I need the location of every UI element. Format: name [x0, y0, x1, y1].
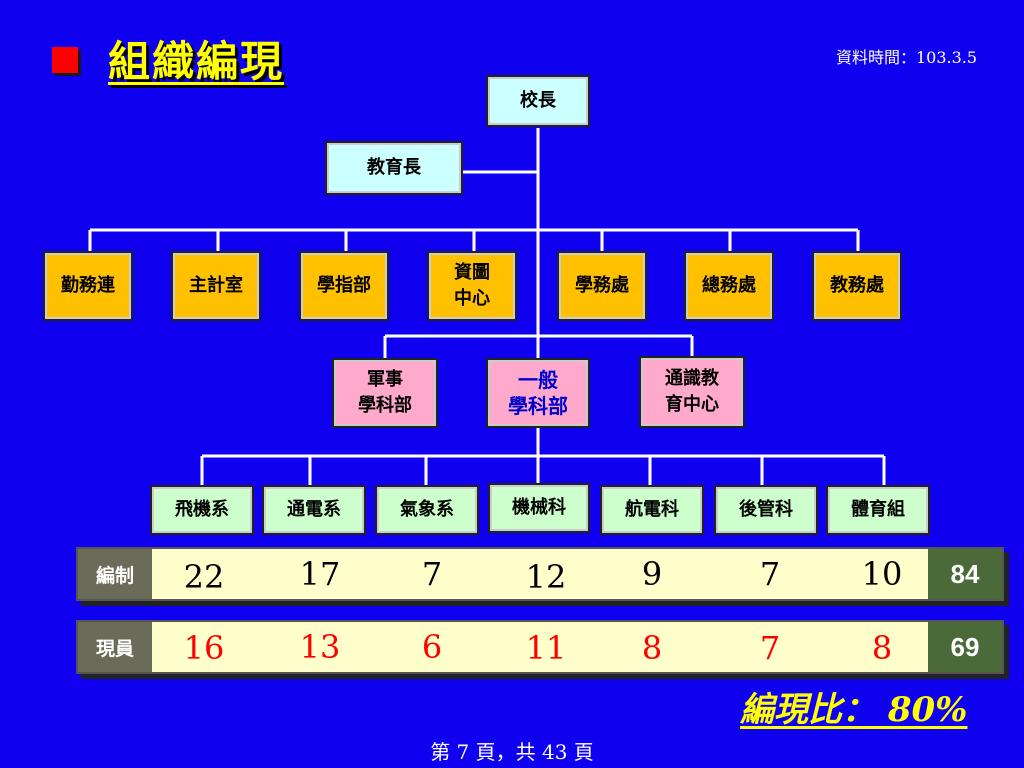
actual-value: 13	[299, 628, 341, 666]
planned-label: 編制	[78, 549, 152, 599]
actual-value: 7	[759, 629, 781, 667]
planned-value: 12	[525, 558, 567, 596]
department-box: 通電系	[262, 485, 366, 535]
actual-value: 6	[421, 628, 443, 666]
actual-value: 11	[525, 629, 567, 667]
unit-box: 學指部	[299, 251, 389, 321]
department-box: 氣象系	[375, 485, 479, 535]
data-date-label: 資料時間：103.3.5	[836, 48, 978, 67]
division-box-highlight: 一般 學科部	[486, 358, 590, 428]
unit-box: 主計室	[171, 251, 261, 321]
unit-box: 資圖 中心	[427, 251, 517, 321]
planned-value: 7	[421, 555, 443, 593]
planned-values: 22 17 7 12 9 7 10	[152, 549, 928, 599]
unit-box: 勤務連	[43, 251, 133, 321]
actual-values: 16 13 6 11 8 7 8	[152, 622, 928, 672]
unit-box: 學務處	[557, 251, 647, 321]
department-box: 航電科	[600, 485, 704, 535]
unit-box: 總務處	[684, 251, 774, 321]
actual-value: 8	[641, 629, 663, 667]
actual-total: 69	[928, 622, 1002, 672]
department-box: 機械科	[488, 483, 590, 533]
planned-value: 22	[183, 558, 225, 596]
ratio-label: 編現比： 80%	[740, 690, 968, 730]
page-number-footer: 第 7 頁，共 43 頁	[430, 740, 594, 764]
planned-total: 84	[928, 549, 1002, 599]
division-box: 通識教 育中心	[639, 356, 745, 428]
actual-value: 16	[183, 629, 225, 667]
planned-row: 編制 22 17 7 12 9 7 10 84	[76, 547, 1004, 601]
division-box: 軍事 學科部	[332, 358, 438, 428]
unit-box: 教務處	[812, 251, 902, 321]
actual-label: 現員	[78, 622, 152, 672]
department-box: 飛機系	[150, 485, 254, 535]
planned-value: 7	[759, 555, 781, 593]
principal-box: 校長	[486, 75, 590, 127]
page-title: 組織編現	[108, 37, 285, 86]
bullet-square	[52, 47, 78, 73]
department-box: 體育組	[826, 485, 930, 535]
planned-value: 9	[641, 555, 663, 593]
planned-value: 17	[299, 555, 341, 593]
provost-box: 教育長	[325, 141, 463, 195]
actual-value: 8	[871, 629, 893, 667]
planned-value: 10	[861, 555, 903, 593]
actual-row: 現員 16 13 6 11 8 7 8 69	[76, 620, 1004, 674]
department-box: 後管科	[714, 485, 818, 535]
